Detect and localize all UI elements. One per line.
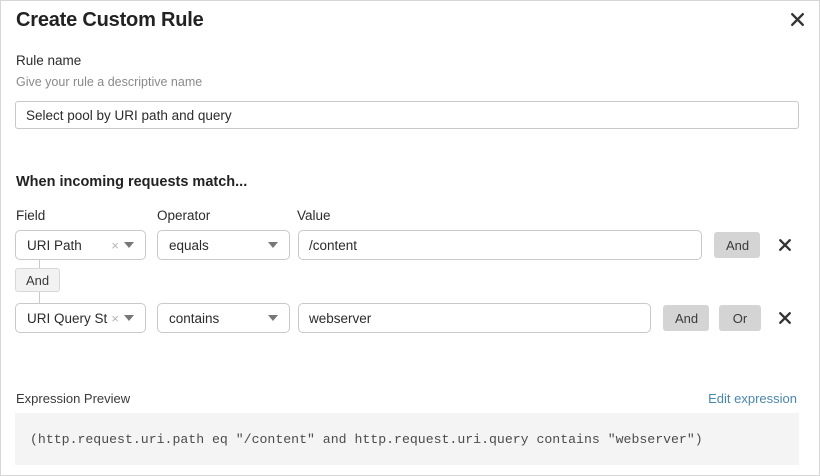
operator-select-0-label: equals [169,237,209,253]
condition-connector-and[interactable]: And [15,268,61,292]
close-icon[interactable] [784,6,810,32]
dialog-title: Create Custom Rule [16,9,204,31]
rule-name-label: Rule name [16,53,82,68]
field-select-0-label: URI Path [27,237,82,253]
field-select-1-label: URI Query St… [27,310,109,326]
value-input-0[interactable] [298,230,702,260]
condition-row: URI Path × equals And [1,230,819,260]
chevron-down-icon [268,242,278,248]
rule-name-hint: Give your rule a descriptive name [16,75,203,89]
delete-condition-icon-0[interactable] [773,233,797,257]
expression-preview-label: Expression Preview [16,391,131,406]
chevron-down-icon [124,242,134,248]
close-icon-glyph [779,239,791,251]
rule-name-input[interactable] [15,101,799,129]
and-button-0[interactable]: And [714,232,760,258]
and-button-1[interactable]: And [663,305,709,331]
field-select-1[interactable]: URI Query St… × [15,303,146,333]
close-icon-glyph [779,312,791,324]
conditions-heading: When incoming requests match... [16,174,248,190]
expression-preview-box: (http.request.uri.path eq "/content" and… [15,413,799,465]
column-header-operator: Operator [157,208,211,223]
close-icon-glyph [790,12,804,26]
chevron-down-icon [124,315,134,321]
delete-condition-icon-1[interactable] [773,306,797,330]
clear-icon[interactable]: × [111,310,119,326]
operator-select-0[interactable]: equals [157,230,290,260]
column-header-value: Value [297,208,331,223]
edit-expression-link[interactable]: Edit expression [708,391,797,406]
column-header-field: Field [16,208,46,223]
value-input-1[interactable] [298,303,651,333]
clear-icon[interactable]: × [111,237,119,253]
or-button-1[interactable]: Or [719,305,761,331]
operator-select-1-label: contains [169,310,220,326]
field-select-0[interactable]: URI Path × [15,230,146,260]
operator-select-1[interactable]: contains [157,303,290,333]
expression-preview-text: (http.request.uri.path eq "/content" and… [30,431,703,447]
condition-row: URI Query St… × contains And Or [1,303,819,333]
chevron-down-icon [268,315,278,321]
